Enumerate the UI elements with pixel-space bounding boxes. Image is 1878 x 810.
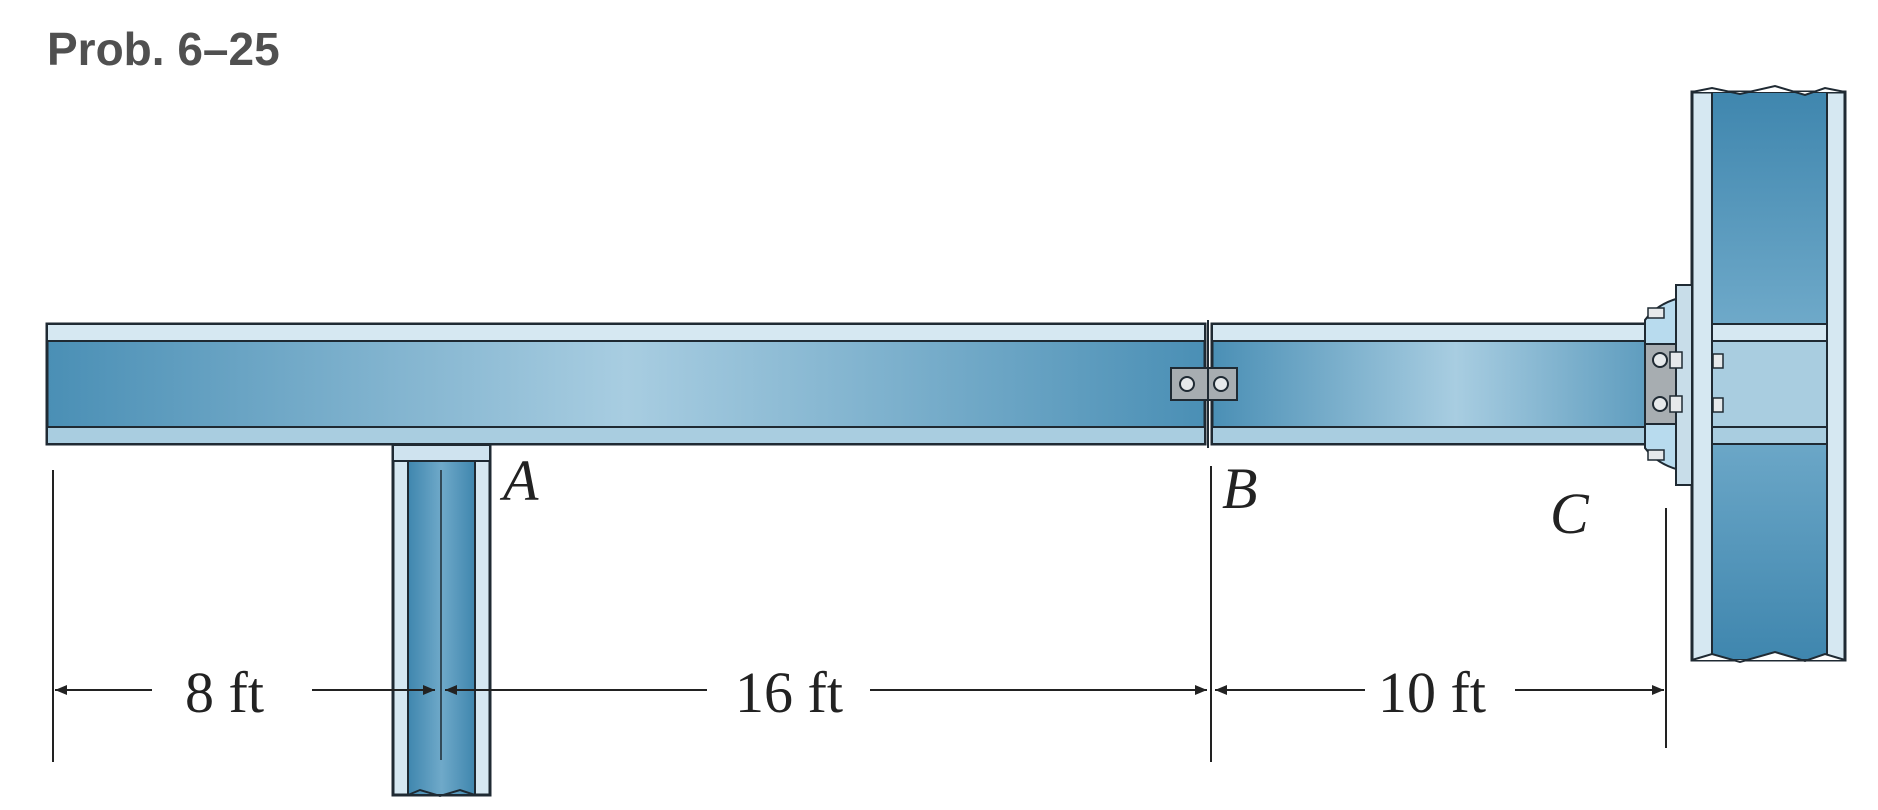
support-column-a [391,443,492,798]
dimension-label-10ft: 10 ft [1378,660,1486,725]
figure-title: Prob. 6–25 [47,23,280,75]
extension-lines [52,466,1667,762]
beam-segment-ab [45,322,1207,446]
dimension-label-8ft: 8 ft [185,660,264,725]
splice-plate-b [1170,320,1238,448]
beam-segment-bc [1210,322,1702,446]
dimension-label-16ft: 16 ft [735,660,843,725]
wall-column-c [1690,84,1847,664]
connection-c [1644,284,1724,486]
point-b-label: B [1222,456,1257,521]
point-c-label: C [1550,481,1590,546]
point-a-label: A [499,448,539,513]
